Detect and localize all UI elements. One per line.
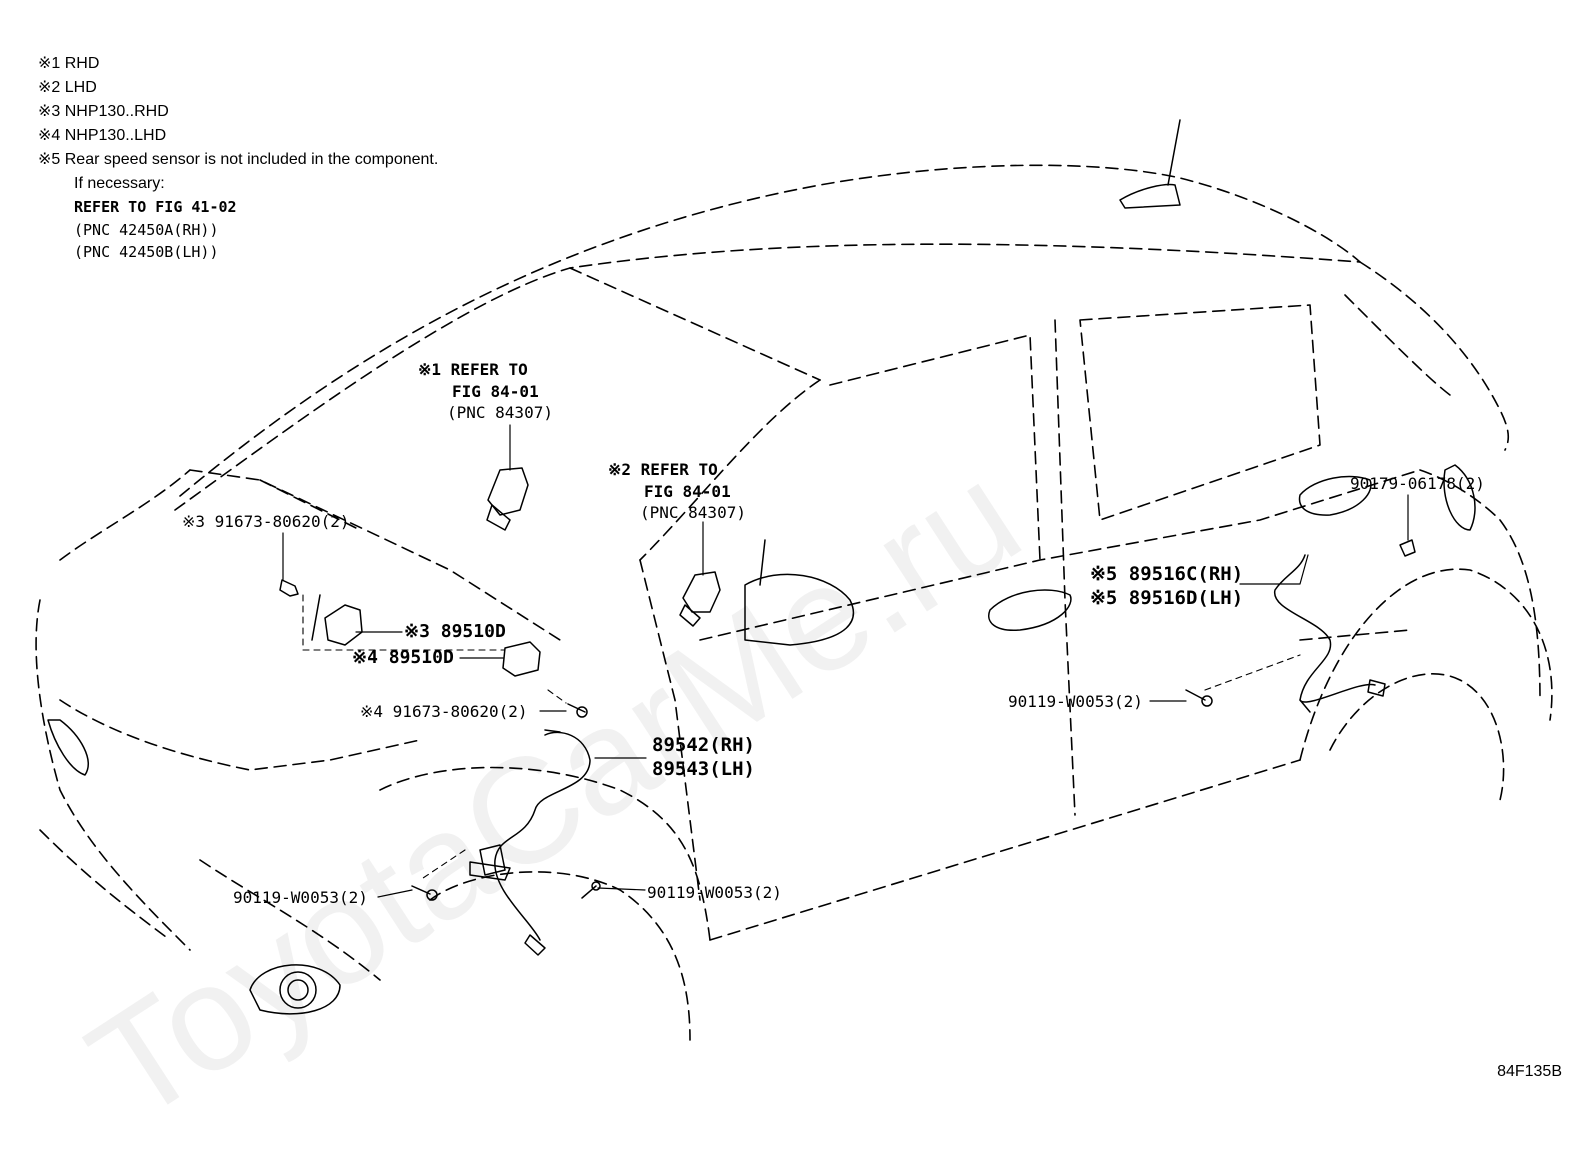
ref1-line2: FIG 84-01: [452, 382, 539, 401]
part-bolt-front-right: 90119-W0053(2): [647, 883, 782, 902]
note-rear-sensor: ※5 Rear speed sensor is not included in …: [38, 151, 439, 168]
part-front-sensor-rh: 89542(RH): [652, 734, 755, 756]
car-solid-details: [47, 119, 1476, 1015]
part-bolt-3: ※3 91673-80620(2): [182, 512, 350, 531]
note-pnc-lh: (PNC 42450B(LH)): [74, 243, 219, 261]
part-rear-sensor-rh: ※5 89516C(RH): [1090, 563, 1244, 585]
note-pnc-rh: (PNC 42450A(RH)): [74, 221, 219, 239]
leader-dashed: [302, 594, 1301, 881]
note-nhp130-rhd: ※3 NHP130..RHD: [38, 103, 169, 120]
parts-diagram: ToyotaCarMe.ru: [35, 55, 1562, 1153]
leader-lines: [282, 424, 1409, 898]
note-rhd: ※1 RHD: [38, 55, 100, 72]
part-bolt-rear: 90119-W0053(2): [1008, 692, 1143, 711]
note-refer-fig: REFER TO FIG 41-02: [74, 198, 237, 216]
car-body-outline: [35, 164, 1553, 1041]
part-sensor-3: ※3 89510D: [404, 621, 506, 642]
ref2-line1: ※2 REFER TO: [608, 460, 718, 479]
part-bolt-front-left: 90119-W0053(2): [233, 888, 368, 907]
note-lhd: ※2 LHD: [38, 79, 97, 96]
part-sensor-4: ※4 89510D: [352, 647, 454, 668]
ref1-line3: (PNC 84307): [447, 403, 553, 422]
ref2-line3: (PNC 84307): [640, 503, 746, 522]
part-rear-sensor-lh: ※5 89516D(LH): [1090, 587, 1244, 609]
part-bolt-4: ※4 91673-80620(2): [360, 702, 528, 721]
car-illustration: [35, 119, 1553, 1041]
part-front-sensor-lh: 89543(LH): [652, 758, 755, 780]
note-nhp130-lhd: ※4 NHP130..LHD: [38, 127, 167, 144]
note-if-necessary: If necessary:: [74, 175, 165, 192]
part-clip-rear: 90179-06178(2): [1350, 474, 1485, 493]
drawing-id: 84F135B: [1497, 1063, 1562, 1080]
ref1-line1: ※1 REFER TO: [418, 360, 528, 379]
ref2-line2: FIG 84-01: [644, 482, 731, 501]
